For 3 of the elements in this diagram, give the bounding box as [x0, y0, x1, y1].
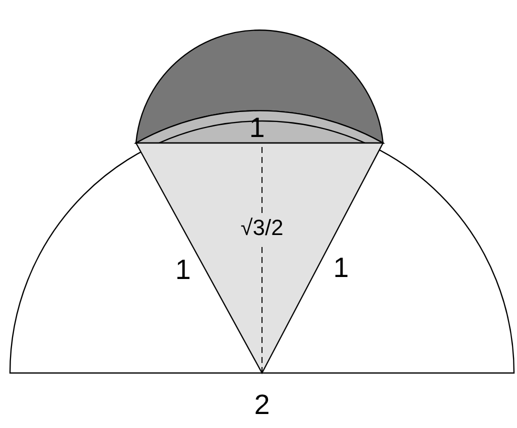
dimension-label: 2: [254, 390, 270, 420]
dimension-label: 1: [175, 255, 191, 285]
dimension-label: 1: [333, 253, 349, 283]
